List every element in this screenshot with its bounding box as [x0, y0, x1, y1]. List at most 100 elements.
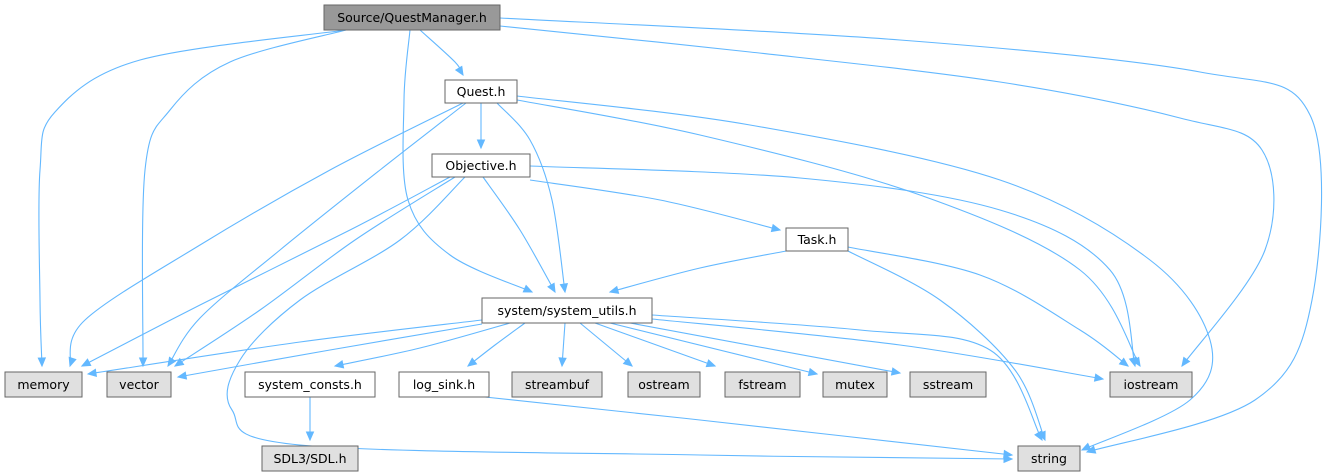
node-quest[interactable]: Quest.h: [444, 79, 518, 104]
edge-questmanager-to-iostream: [499, 25, 1275, 368]
edge-line: [141, 29, 347, 367]
edge-line: [482, 176, 556, 293]
edge-system-utils-to-ostream: [579, 322, 633, 367]
edge-line: [81, 176, 451, 367]
edge-arrowhead: [1080, 442, 1092, 451]
edge-questmanager-to-quest: [419, 29, 464, 77]
node-system-consts[interactable]: system_consts.h: [244, 371, 376, 398]
node-system-utils[interactable]: system/system_utils.h: [481, 297, 653, 324]
node-label: Quest.h: [457, 84, 506, 99]
edge-line: [651, 314, 1043, 441]
edge-line: [629, 322, 901, 374]
nodes-layer: Source/QuestManager.hQuest.hObjective.hT…: [4, 4, 1193, 472]
edges-layer: [37, 17, 1323, 464]
node-label: system/system_utils.h: [497, 303, 636, 318]
edge-line: [499, 17, 1323, 453]
edge-arrowhead: [1093, 373, 1105, 382]
edge-system-utils-to-fstream: [594, 322, 717, 368]
edge-arrowhead: [890, 367, 902, 376]
edge-arrowhead: [705, 359, 717, 368]
edge-objective-to-iostream: [529, 165, 1138, 368]
node-box: [398, 371, 490, 398]
edge-questmanager-to-vector: [138, 29, 347, 368]
edge-system-utils-to-log-sink: [467, 322, 526, 367]
node-box: [481, 297, 653, 324]
edge-arrowhead: [80, 358, 92, 367]
node-label: vector: [119, 377, 160, 392]
node-label: Source/QuestManager.h: [337, 10, 487, 25]
node-box: [4, 371, 83, 398]
edge-quest-to-objective: [476, 103, 486, 150]
edge-system-utils-to-iostream: [651, 318, 1105, 382]
edge-system-utils-to-system-consts: [333, 322, 511, 369]
node-box: [627, 371, 701, 398]
edge-line: [651, 318, 1104, 380]
node-task[interactable]: Task.h: [785, 227, 849, 252]
edge-arrowhead: [138, 357, 148, 368]
node-vector: vector: [106, 371, 172, 398]
edge-line: [496, 102, 566, 293]
node-label: sstream: [923, 377, 973, 392]
edge-arrowhead: [1128, 356, 1138, 368]
edge-line: [334, 322, 511, 367]
edge-system-utils-to-streambuf: [558, 322, 567, 368]
node-box: [1109, 371, 1193, 398]
edge-line: [467, 322, 526, 367]
node-sstream: sstream: [909, 371, 987, 398]
edge-task-to-iostream: [847, 246, 1129, 367]
edge-arrowhead: [68, 356, 77, 368]
edge-objective-to-task: [529, 179, 782, 233]
edge-arrowhead: [558, 357, 567, 368]
node-label: ostream: [638, 377, 689, 392]
node-box: [785, 227, 849, 252]
edge-arrowhead: [454, 65, 464, 77]
edge-line: [419, 29, 464, 76]
node-box: [431, 153, 531, 178]
node-objective[interactable]: Objective.h: [431, 153, 531, 178]
edge-line: [174, 176, 456, 367]
edge-line: [87, 319, 483, 375]
node-box: [909, 371, 987, 398]
node-questmanager[interactable]: Source/QuestManager.h: [323, 4, 501, 31]
edge-system-utils-to-string: [651, 314, 1043, 442]
node-iostream: iostream: [1109, 371, 1193, 398]
node-box: [724, 371, 801, 398]
edge-questmanager-to-memory: [37, 29, 347, 368]
edge-arrowhead: [559, 282, 568, 294]
node-label: fstream: [738, 377, 786, 392]
node-mutex: mutex: [822, 371, 888, 398]
edge-line: [69, 102, 464, 367]
edge-quest-to-memory: [68, 102, 464, 368]
node-log-sink[interactable]: log_sink.h: [398, 371, 490, 398]
edge-system-utils-to-vector: [176, 323, 483, 380]
edge-line: [847, 250, 1046, 441]
node-string: string: [1017, 445, 1081, 472]
node-label: log_sink.h: [413, 377, 475, 392]
edge-line: [226, 176, 1013, 460]
edge-line: [516, 99, 1141, 367]
edge-arrowhead: [86, 368, 98, 377]
node-label: Objective.h: [445, 158, 516, 173]
edge-arrowhead: [176, 371, 188, 380]
edge-line: [529, 165, 1136, 367]
edge-arrowhead: [608, 285, 620, 294]
edge-arrowhead: [333, 360, 345, 369]
edge-objective-to-memory: [80, 176, 451, 367]
edge-arrowhead: [807, 367, 819, 377]
edge-task-to-string: [847, 250, 1046, 442]
node-ostream: ostream: [627, 371, 701, 398]
edge-line: [579, 322, 633, 367]
edge-arrowhead: [305, 431, 315, 442]
node-label: Task.h: [797, 232, 837, 247]
edge-arrowhead: [476, 139, 486, 150]
edge-objective-to-system-utils: [482, 176, 556, 294]
node-streambuf: streambuf: [511, 371, 603, 398]
edge-line: [167, 102, 467, 367]
node-label: streambuf: [525, 377, 590, 392]
edge-system-utils-to-memory: [86, 319, 483, 377]
edge-line: [516, 95, 1214, 451]
edge-line: [177, 323, 483, 378]
node-label: SDL3/SDL.h: [273, 451, 346, 466]
node-label: system_consts.h: [258, 377, 362, 392]
